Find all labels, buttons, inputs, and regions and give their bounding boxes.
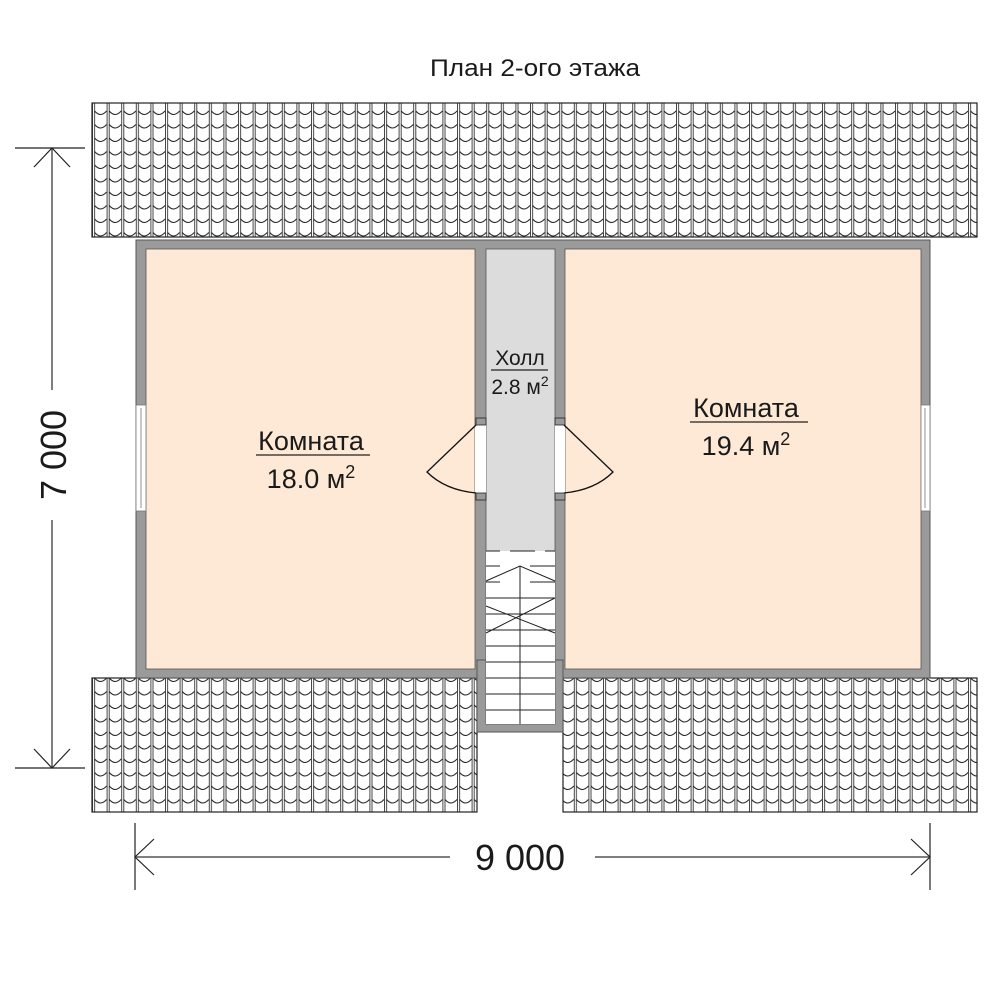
door-swing-left bbox=[426, 424, 477, 494]
dimension-width-label: 9 000 bbox=[475, 837, 565, 878]
hall-area: 2.8 м2 bbox=[491, 373, 548, 399]
roof-top bbox=[91, 102, 978, 238]
staircase bbox=[485, 550, 556, 724]
dimension-height-label: 7 000 bbox=[33, 410, 74, 500]
doorway-left bbox=[475, 425, 486, 493]
dimension-width: 9 000 bbox=[134, 823, 931, 890]
plan-title: План 2-ого этажа bbox=[430, 55, 641, 82]
door-swing-right bbox=[563, 424, 614, 494]
dimension-height: 7 000 bbox=[15, 147, 85, 769]
room-right-name: Комната bbox=[693, 393, 800, 423]
hall-name: Холл bbox=[495, 347, 545, 370]
roof-bottom-left bbox=[91, 677, 478, 813]
room-left-name: Комната bbox=[258, 426, 365, 456]
room-right bbox=[564, 248, 922, 670]
room-left-area: 18.0 м2 bbox=[267, 462, 356, 494]
roof-bottom-right bbox=[562, 677, 978, 813]
window-right bbox=[920, 404, 931, 512]
doorway-right bbox=[555, 425, 565, 493]
room-right-area: 19.4 м2 bbox=[702, 429, 791, 461]
room-left bbox=[145, 248, 476, 670]
